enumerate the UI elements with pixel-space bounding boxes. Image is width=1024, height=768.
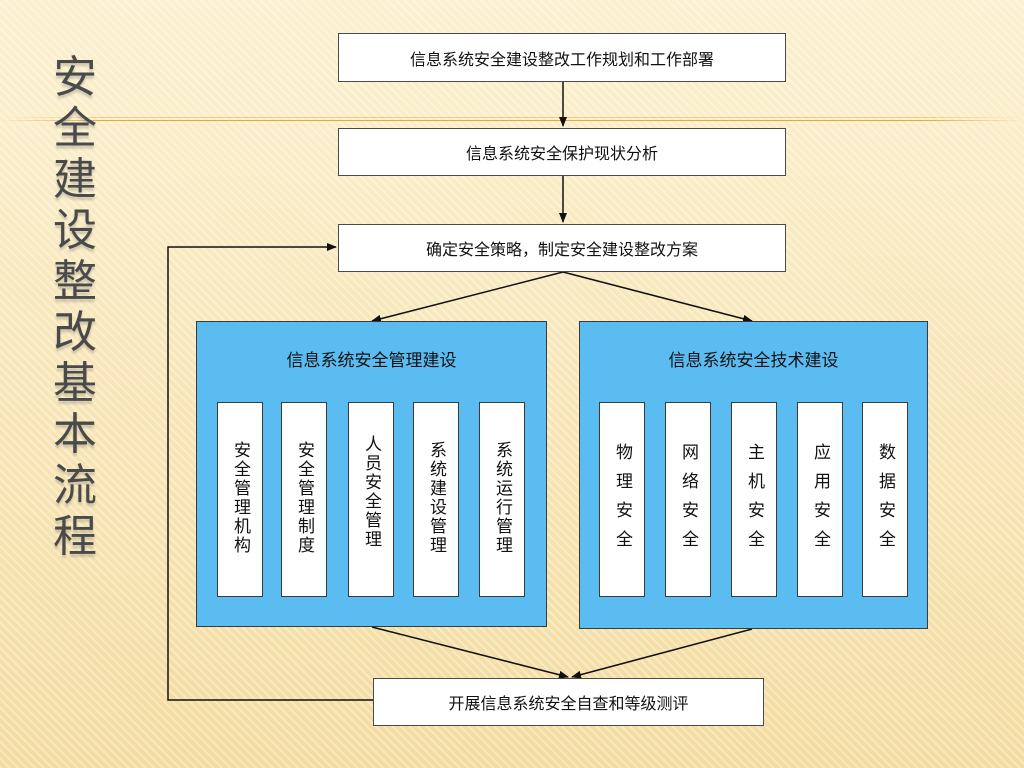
management-item-label: 安全管理机构 (230, 441, 250, 555)
technical-group: 信息系统安全技术建设 物理安全 网络安全 主机安全 应用安全 数据安全 (579, 321, 928, 629)
side-title: 安全建设整改基本流程 (50, 52, 100, 562)
management-item-label: 安全管理制度 (294, 441, 314, 555)
management-item-label: 系统运行管理 (492, 441, 512, 555)
side-title-char: 建 (53, 154, 97, 205)
side-title-char: 本 (53, 409, 97, 460)
management-item-label: 人员安全管理 (361, 435, 381, 549)
side-title-char: 全 (53, 103, 97, 154)
technical-item-label: 数据安全 (875, 443, 895, 559)
management-item-label: 系统建设管理 (426, 441, 446, 555)
technical-item: 物理安全 (599, 402, 645, 597)
side-title-char: 流 (53, 460, 97, 511)
side-title-char: 程 (53, 511, 97, 562)
side-title-char: 基 (53, 358, 97, 409)
step-strategy-label: 确定安全策略，制定安全建设整改方案 (425, 240, 698, 259)
technical-item: 主机安全 (731, 402, 777, 597)
step-planning-box: 信息系统安全建设整改工作规划和工作部署 (338, 33, 786, 82)
side-title-char: 整 (53, 256, 97, 307)
technical-item-label: 主机安全 (744, 443, 764, 559)
step-planning-label: 信息系统安全建设整改工作规划和工作部署 (409, 49, 714, 69)
arrow-step3-technical (562, 271, 753, 323)
arrow-management-step4 (371, 626, 569, 679)
management-title: 信息系统安全管理建设 (286, 351, 457, 371)
step-analysis-label: 信息系统安全保护现状分析 (465, 144, 658, 163)
step-evaluation-box: 开展信息系统安全自查和等级测评 (373, 678, 764, 726)
decorative-line (0, 120, 1024, 121)
decorative-line (0, 117, 1024, 118)
management-item: 系统运行管理 (479, 402, 525, 597)
technical-item: 应用安全 (797, 402, 843, 597)
step-evaluation-label: 开展信息系统安全自查和等级测评 (448, 694, 689, 713)
arrow-technical-step4 (571, 628, 753, 679)
feedback-loop-arrow (167, 243, 373, 701)
step-strategy-box: 确定安全策略，制定安全建设整改方案 (338, 224, 786, 272)
technical-item: 网络安全 (665, 402, 711, 597)
management-item: 系统建设管理 (413, 402, 459, 597)
arrow-step3-management (371, 271, 564, 323)
side-title-char: 改 (53, 307, 97, 358)
technical-title: 信息系统安全技术建设 (668, 351, 839, 371)
side-title-char: 安 (53, 52, 97, 103)
management-item: 人员安全管理 (348, 402, 394, 597)
management-item: 安全管理机构 (217, 402, 263, 597)
technical-item-label: 物理安全 (612, 443, 632, 559)
technical-item-label: 网络安全 (678, 443, 698, 559)
step-analysis-box: 信息系统安全保护现状分析 (338, 128, 786, 176)
technical-item: 数据安全 (862, 402, 908, 597)
management-item: 安全管理制度 (281, 402, 327, 597)
side-title-char: 设 (53, 205, 97, 256)
technical-item-label: 应用安全 (810, 443, 830, 559)
management-group: 信息系统安全管理建设 安全管理机构 安全管理制度 人员安全管理 系统建设管理 系… (196, 321, 547, 627)
